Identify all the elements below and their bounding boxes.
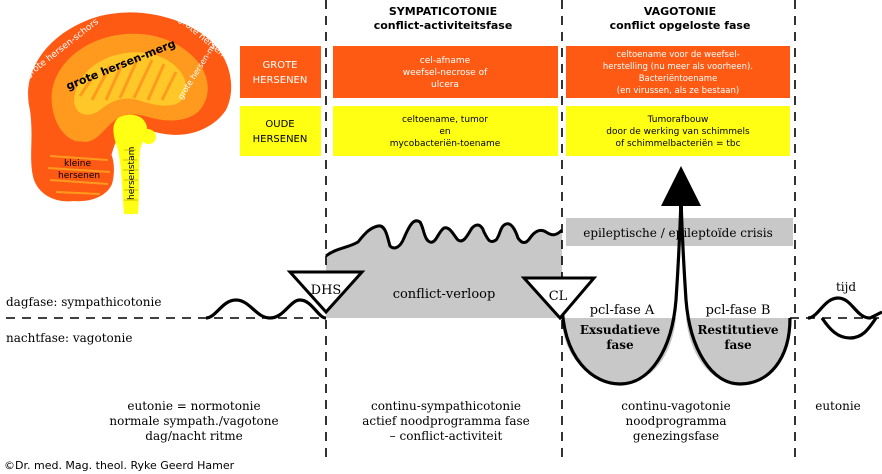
normal-rhythm-curve-right-lower	[820, 317, 878, 340]
brain-stripes	[78, 57, 178, 101]
grote-hersenen-label-box	[240, 46, 321, 98]
grote-vag-line-2: herstelling (nu meer als voorheen).	[603, 62, 753, 72]
conflict-gray-area	[326, 220, 562, 318]
grote-vag-line-1: celtoename voor de weefsel-	[616, 50, 739, 60]
tijd-label: tijd	[836, 280, 856, 294]
healing-bowl-a-fill	[562, 318, 676, 384]
bottom-col1-line2: normale sympath./vagotone	[109, 414, 278, 428]
bottom-col3-line1: continu-vagotonie	[621, 399, 730, 413]
brain-inner-shape	[74, 52, 187, 115]
grote-label-line1: GROTE	[263, 60, 298, 71]
exsudatieve-line2: fase	[606, 338, 634, 352]
bottom-col2-line1: continu-sympathicotonie	[371, 399, 521, 413]
cl-label: CL	[549, 289, 568, 304]
cerebellum-stripes	[47, 155, 111, 195]
cl-triangle-icon	[520, 276, 598, 321]
exsudatieve-line1: Exsudatieve	[580, 323, 661, 337]
sympathicotonie-subtitle: conflict-activiteitsfase	[374, 19, 513, 32]
bottom-col1-line3: dag/nacht ritme	[145, 429, 242, 443]
oude-vag-line-1: Tumorafbouw	[647, 115, 709, 125]
conflict-verloop-label: conflict-verloop	[393, 287, 496, 302]
oude-label-line1: OUDE	[265, 119, 294, 130]
brainstem-label: hersenstam	[127, 147, 137, 200]
pcl-fase-b-label: pcl-fase B	[706, 303, 771, 318]
grote-vag-line-4: (en virussen, als ze bestaan)	[617, 86, 739, 96]
grote-vagotonie-box	[566, 46, 790, 98]
grote-sym-line-2: weefsel-necrose of	[403, 68, 488, 78]
bottom-col2-line2: actief noodprogramma fase	[362, 414, 530, 428]
oude-vagotonie-box	[566, 106, 790, 156]
day-phase-label: dagfase: sympathicotonie	[6, 295, 161, 309]
grote-sym-line-1: cel-afname	[420, 56, 471, 66]
bottom-col3-line3: genezingsfase	[633, 429, 719, 443]
oude-sympathicotonie-box	[333, 106, 558, 156]
brainstem-stripes	[123, 149, 138, 201]
copyright: ©Dr. med. Mag. theol. Ryke Geerd Hamer	[4, 459, 235, 472]
grote-label-line2: HERSENEN	[253, 75, 308, 86]
conflict-gray-outline	[325, 219, 564, 258]
bottom-col1-line1: eutonie = normotonie	[127, 399, 260, 413]
dhs-label: DHS	[311, 283, 342, 298]
oude-sym-line-1: celtoename, tumor	[402, 115, 488, 125]
brain-illustration: grote hersen-schors grote hersen-merg gr…	[24, 12, 252, 214]
normal-rhythm-curve-left	[205, 298, 327, 320]
oude-sym-line-2: en	[439, 127, 450, 137]
brainstem-shape	[113, 114, 148, 214]
oude-vag-line-3: of schimmelbacteriën = tbc	[615, 139, 740, 149]
epicrisis-arrowhead-icon	[672, 172, 690, 192]
dhs-triangle-icon	[286, 270, 366, 315]
restitutieve-line2: fase	[724, 338, 752, 352]
healing-curve	[560, 199, 792, 386]
grote-vag-line-3: Bacteriëntoename	[639, 74, 718, 84]
bottom-col2-line3: – conflict-activiteit	[390, 429, 503, 443]
sympathicotonie-title: SYMPATICOTONIE	[389, 5, 497, 18]
oude-vag-line-2: door de werking van schimmels	[606, 127, 750, 137]
cerebellum-label-line1: kleine	[64, 159, 91, 169]
cerebellum-label-line2: hersenen	[58, 171, 100, 181]
oude-sym-line-3: mycobacteriën-toename	[390, 139, 501, 149]
vagotonie-subtitle: conflict opgeloste fase	[610, 19, 751, 32]
healing-bowl-b-fill	[686, 318, 790, 384]
night-phase-label: nachtfase: vagotonie	[6, 331, 132, 345]
brainstem-bump	[140, 128, 157, 145]
vagotonie-title: VAGOTONIE	[644, 5, 716, 18]
grote-sympathicotonie-box	[333, 46, 558, 98]
bottom-col3-line2: noodprogramma	[626, 414, 727, 428]
restitutieve-line1: Restitutieve	[697, 323, 778, 337]
grote-sym-line-3: ulcera	[431, 80, 459, 90]
pcl-fase-a-label: pcl-fase A	[590, 303, 655, 318]
oude-hersenen-label-box	[240, 106, 321, 156]
normal-rhythm-curve-right	[807, 296, 882, 320]
bottom-col4-line1: eutonie	[815, 399, 861, 413]
oude-label-line2: HERSENEN	[253, 134, 308, 145]
epileptic-crisis-label: epileptische / epileptoïde crisis	[583, 226, 772, 240]
